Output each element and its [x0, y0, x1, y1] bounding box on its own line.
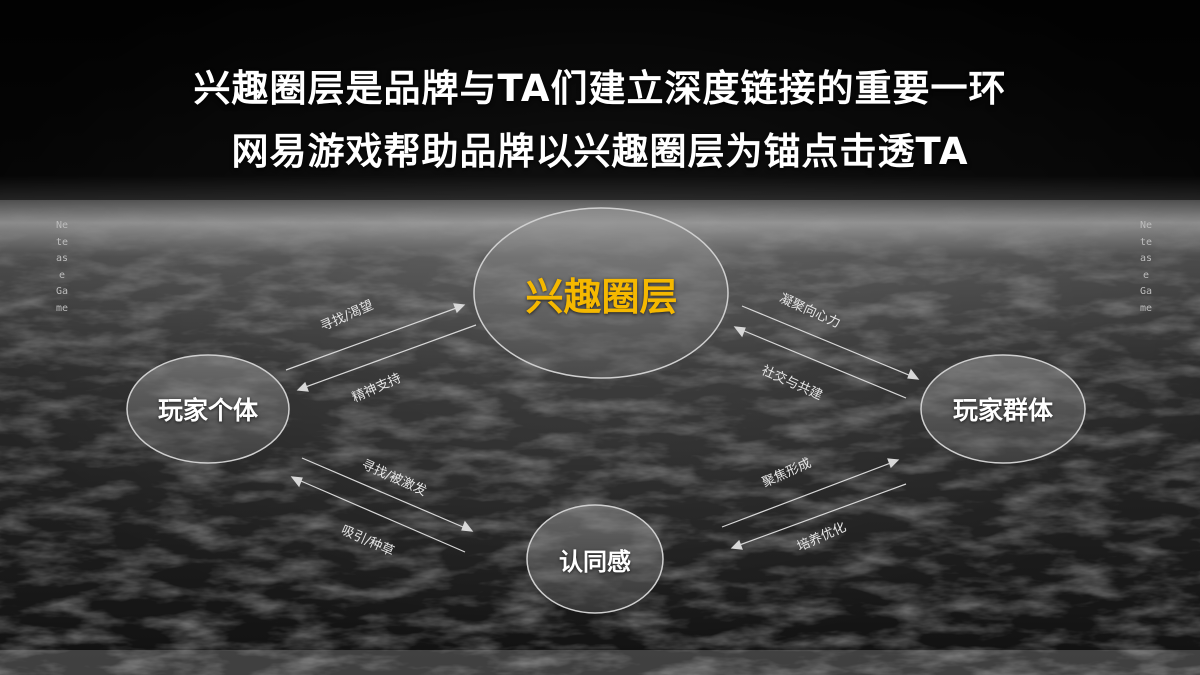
arrow-bottom-to-right	[721, 460, 897, 528]
arrow-right-to-bottom	[733, 483, 907, 548]
node-interest-circle-label: 兴趣圈层	[525, 274, 678, 319]
node-identity: 认同感	[527, 505, 663, 613]
side-watermark-left: Netease Game	[55, 220, 69, 314]
arrowhead	[453, 303, 466, 314]
side-watermark-right: Netease Game	[1139, 220, 1153, 314]
title-line-2: 网易游戏帮助品牌以兴趣圈层为锚点击透TA	[231, 130, 969, 173]
node-interest-circle: 兴趣圈层	[474, 208, 729, 378]
node-center-shape	[473, 207, 729, 379]
arrow-bottom-to-left	[293, 477, 466, 553]
node-bottom-shape	[526, 504, 664, 614]
arrowhead	[733, 326, 746, 338]
arrowhead	[461, 520, 474, 532]
arrow-center-to-left	[299, 324, 477, 390]
arrow-right-to-center	[736, 327, 907, 399]
title-line-1: 兴趣圈层是品牌与TA们建立深度链接的重要一环	[193, 67, 1007, 110]
arrowhead	[887, 458, 900, 469]
arrowhead	[730, 539, 743, 550]
node-left-shape	[126, 354, 290, 464]
arrow-left-to-center	[285, 305, 463, 371]
arrow-center-to-right	[741, 305, 917, 379]
node-player-individual: 玩家个体	[127, 355, 289, 463]
node-right-shape	[920, 354, 1086, 464]
node-player-individual-label: 玩家个体	[157, 396, 258, 425]
node-player-group-label: 玩家群体	[952, 396, 1053, 425]
arrowhead	[296, 381, 309, 392]
connector-arrows	[285, 303, 920, 553]
node-identity-label: 认同感	[559, 547, 631, 576]
arrowhead	[290, 476, 303, 488]
arrow-left-to-bottom	[301, 457, 471, 531]
arrowhead	[907, 368, 920, 380]
node-player-group: 玩家群体	[921, 355, 1085, 463]
